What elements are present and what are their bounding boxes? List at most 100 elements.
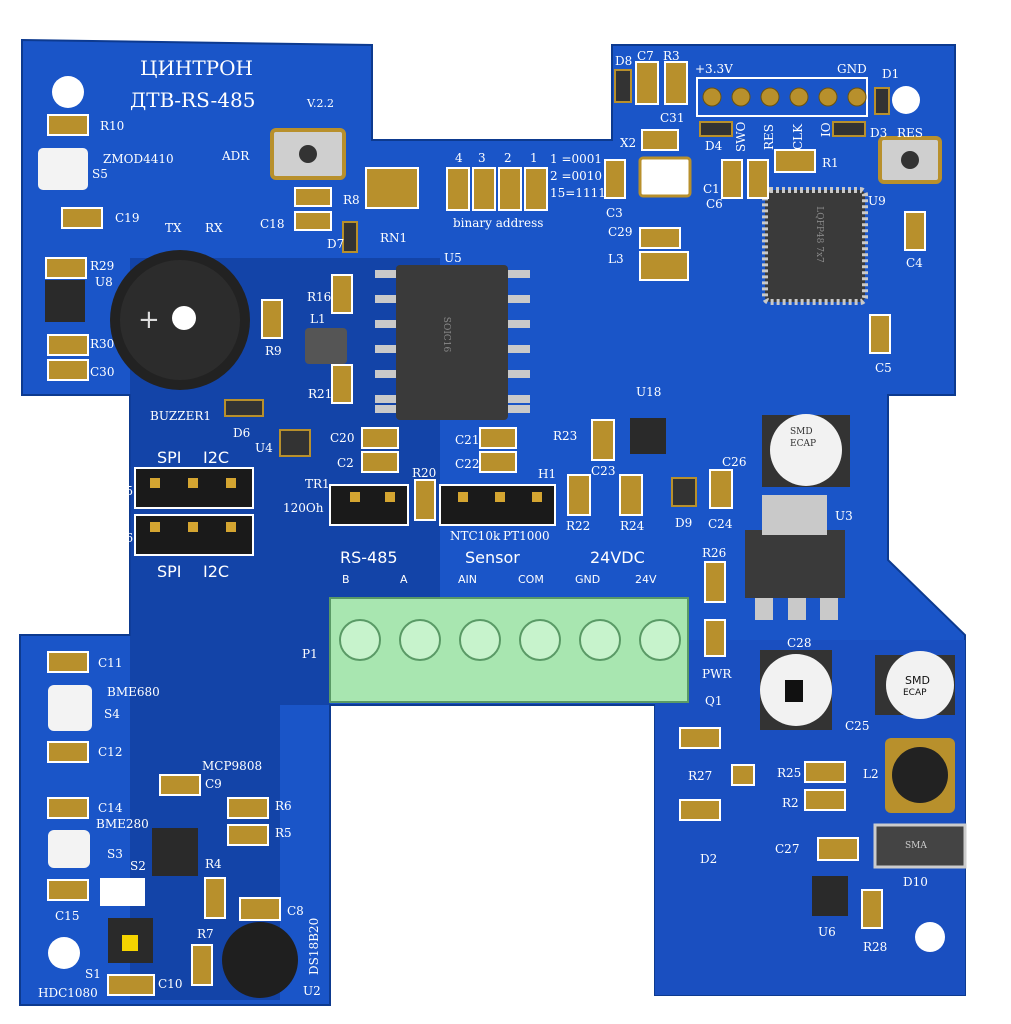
- bme680-sensor: [48, 685, 92, 731]
- c26-marking-2: ECAP: [790, 439, 817, 449]
- label-l3: L3: [608, 252, 624, 266]
- label-c19: C19: [115, 211, 140, 225]
- label-r16: R16: [307, 290, 332, 304]
- board-title: ЦИНТРОН: [140, 56, 253, 80]
- label-r3: R3: [663, 49, 680, 63]
- label-i2c-top: I2C: [203, 448, 230, 467]
- label-r25: R25: [777, 766, 802, 780]
- h1-jumper: [439, 484, 556, 526]
- mounting-hole: [48, 937, 80, 969]
- label-c26: C26: [722, 455, 747, 469]
- terminal-label-24v: 24V: [635, 573, 657, 586]
- u5-marking: SOIC16: [441, 316, 452, 353]
- label-120ohm: 120Oh: [283, 501, 324, 515]
- label-r7: R7: [197, 927, 214, 941]
- mcp9808-chip: [152, 828, 198, 876]
- label-mcp9808: MCP9808: [202, 759, 263, 773]
- ds18b20-sensor: [222, 922, 298, 998]
- label-l2: L2: [863, 767, 879, 781]
- label-c8: C8: [287, 904, 304, 918]
- label-s5: S5: [92, 167, 108, 181]
- label-3v3: +3.3V: [695, 62, 733, 76]
- label-pwr: PWR: [702, 667, 732, 681]
- terminal-label-b: B: [342, 573, 350, 586]
- label-c29: C29: [608, 225, 633, 239]
- label-ds18b20: DS18B20: [307, 917, 321, 975]
- terminal-label-com: COM: [518, 573, 544, 586]
- label-rx: RX: [205, 221, 223, 235]
- c26-ecap: [770, 414, 842, 486]
- label-u2: U2: [303, 984, 321, 998]
- label-24vdc: 24VDC: [590, 548, 645, 567]
- label-c4: C4: [906, 256, 923, 270]
- label-d6: D6: [233, 426, 251, 440]
- inner-pour-right: [655, 640, 965, 995]
- label-u18: U18: [636, 385, 662, 399]
- bme280-sensor: [48, 830, 90, 868]
- label-s4: S4: [104, 707, 120, 721]
- label-c18: C18: [260, 217, 285, 231]
- terminal-label-a: A: [400, 573, 408, 586]
- label-r29: R29: [90, 259, 115, 273]
- label-d3: D3: [870, 126, 888, 140]
- terminal-label-ain: AIN: [458, 573, 477, 586]
- label-bme680: BME680: [107, 685, 160, 699]
- label-r27: R27: [688, 769, 713, 783]
- label-r23: R23: [553, 429, 578, 443]
- label-c12: C12: [98, 745, 123, 759]
- s2-pad: [100, 878, 145, 906]
- label-hdc1080: HDC1080: [38, 986, 98, 1000]
- u6-chip: [812, 876, 848, 916]
- label-q1: Q1: [705, 694, 723, 708]
- label-r22: R22: [566, 519, 591, 533]
- label-r4: R4: [205, 857, 222, 871]
- label-c28: C28: [787, 636, 812, 650]
- label-d4: D4: [705, 139, 723, 153]
- label-u9: U9: [868, 194, 886, 208]
- label-u6: U6: [818, 925, 836, 939]
- label-d7: D7: [327, 237, 345, 251]
- label-bit2: 2: [504, 151, 512, 165]
- label-tx: TX: [165, 221, 182, 235]
- label-clk: CLK: [791, 123, 805, 150]
- label-c11: C11: [98, 656, 123, 670]
- tr1-jumper: [329, 484, 409, 526]
- label-r2: R2: [782, 796, 799, 810]
- label-c10: C10: [158, 977, 183, 991]
- label-c23: C23: [591, 464, 616, 478]
- label-pt1000: PT1000: [503, 529, 550, 543]
- label-sensor: Sensor: [465, 548, 520, 567]
- label-i2c-bottom: I2C: [203, 562, 230, 581]
- label-rn1: RN1: [380, 231, 408, 245]
- d10-marking: SMA: [905, 841, 927, 851]
- label-swo: SWO: [734, 121, 748, 152]
- u3-regulator: [745, 530, 845, 598]
- board-version: V.2.2: [307, 97, 335, 110]
- label-c21: C21: [455, 433, 480, 447]
- label-bit1: 1: [530, 151, 538, 165]
- label-s3: S3: [107, 847, 123, 861]
- label-bit4: 4: [455, 151, 463, 165]
- label-u3: U3: [835, 509, 853, 523]
- p1-terminal-block: [329, 597, 689, 703]
- label-r21: R21: [308, 387, 333, 401]
- label-s2: S2: [130, 859, 146, 873]
- d10-diode: [873, 823, 967, 869]
- label-h6: H6: [115, 531, 134, 545]
- label-r6: R6: [275, 799, 292, 813]
- label-r28: R28: [863, 940, 888, 954]
- label-r10: R10: [100, 119, 125, 133]
- label-rs485: RS-485: [340, 548, 398, 567]
- label-spi-top: SPI: [157, 448, 182, 467]
- label-c25: C25: [845, 719, 870, 733]
- label-l1: L1: [310, 312, 326, 326]
- label-c15: C15: [55, 909, 80, 923]
- label-u8: U8: [95, 275, 113, 289]
- terminal-label-gnd: GND: [575, 573, 601, 586]
- label-addr1: 1 =0001: [550, 152, 603, 166]
- passive-components: [45, 61, 926, 996]
- label-res-button: RES: [897, 126, 924, 140]
- label-binary-address: binary address: [453, 216, 544, 230]
- label-u4: U4: [255, 441, 273, 455]
